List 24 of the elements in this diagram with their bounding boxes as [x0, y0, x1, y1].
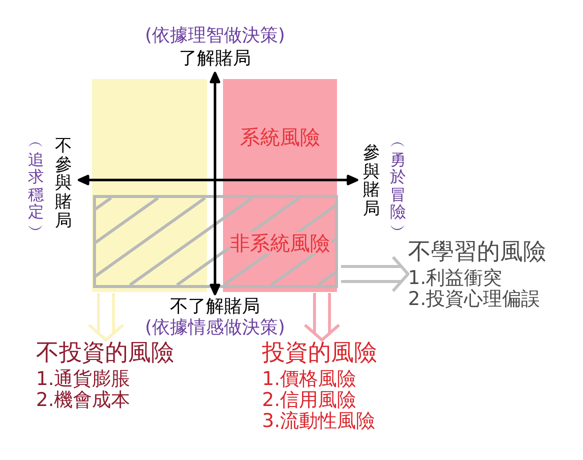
axis-label: 了解賭局	[179, 48, 251, 70]
quadrant-area	[92, 79, 207, 292]
double-arrow	[340, 256, 410, 292]
risk-item: 2.投資心理偏誤	[408, 289, 542, 310]
risk-item: 1.價格風險	[262, 369, 358, 390]
axis-caption: ︵追求穩定︶	[28, 133, 44, 239]
axis-label: 參與賭局	[363, 144, 380, 219]
axis-label: 不參與賭局	[55, 137, 72, 230]
axis-caption: (依據理智做決策)	[144, 25, 286, 47]
quadrant-label: 非系統風險	[229, 232, 331, 254]
risk-heading: 投資的風險	[262, 340, 377, 367]
risk-heading: 不學習的風險	[408, 239, 546, 266]
double-arrow	[88, 292, 124, 342]
quadrant-label: 系統風險	[240, 126, 320, 148]
risk-item: 2.信用風險	[262, 390, 358, 411]
risk-item: 1.通貨膨脹	[36, 369, 132, 390]
axis-label: 不了解賭局	[170, 296, 260, 318]
axis-caption: (依據情感做決策)	[144, 317, 286, 339]
axis-caption: ︵勇於冒險︶	[390, 133, 406, 239]
risk-item: 1.利益衝突	[408, 268, 504, 289]
risk-heading: 不投資的風險	[36, 340, 174, 367]
risk-item: 3.流動性風險	[262, 411, 376, 432]
risk-item: 2.機會成本	[36, 390, 132, 411]
double-arrow	[304, 292, 340, 342]
